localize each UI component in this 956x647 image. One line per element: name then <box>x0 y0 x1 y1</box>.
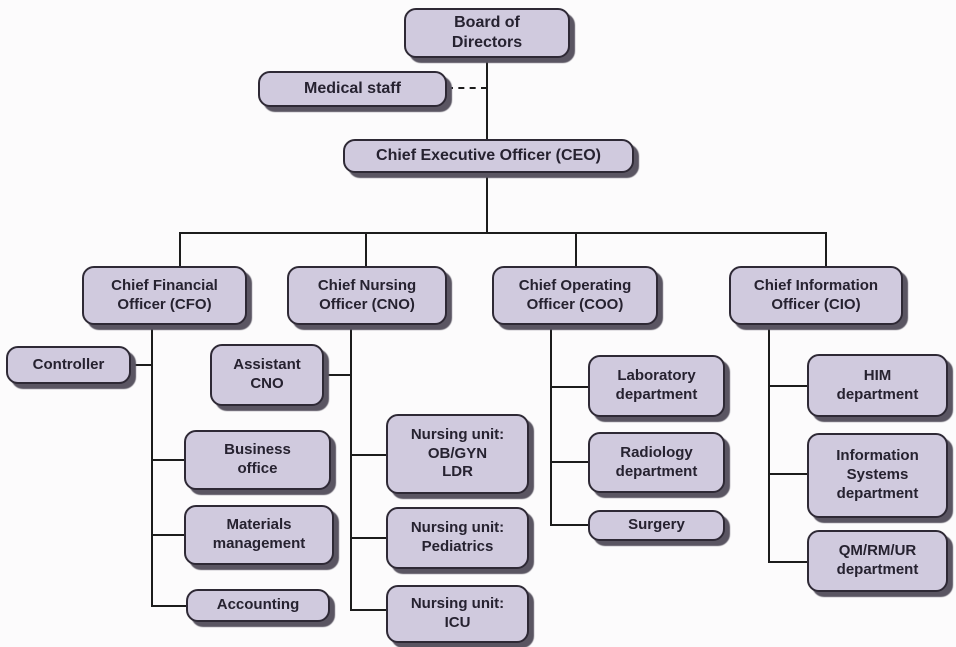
node-board-of-directors: Board of Directors <box>404 8 570 58</box>
connector-pediatrics-stub <box>350 537 386 539</box>
connector-coo-vertical <box>550 325 552 526</box>
connector-obgyn-stub <box>350 454 386 456</box>
connector-radiology-stub <box>550 461 588 463</box>
node-laboratory-department: Laboratory department <box>588 355 725 417</box>
node-cfo: Chief Financial Officer (CFO) <box>82 266 247 325</box>
node-business-office: Business office <box>184 430 331 490</box>
node-radiology-department: Radiology department <box>588 432 725 493</box>
connector-cio-vertical <box>768 325 770 563</box>
connector-business-office-stub <box>151 459 184 461</box>
connector-board-to-ceo <box>486 58 488 139</box>
connector-cno-vertical <box>350 325 352 611</box>
connector-laboratory-stub <box>550 386 588 388</box>
connector-drop-cno <box>365 232 367 266</box>
connector-bus-horizontal <box>179 232 827 234</box>
connector-cfo-vertical <box>151 325 153 607</box>
connector-materials-stub <box>151 534 184 536</box>
connector-medical-staff-dashed <box>447 87 487 89</box>
node-coo: Chief Operating Officer (COO) <box>492 266 658 325</box>
connector-qmrmur-stub <box>768 561 807 563</box>
node-information-systems-department: Information Systems department <box>807 433 948 518</box>
node-him-department: HIM department <box>807 354 948 417</box>
node-assistant-cno: Assistant CNO <box>210 344 324 406</box>
connector-him-stub <box>768 385 807 387</box>
node-controller: Controller <box>6 346 131 384</box>
node-nursing-pediatrics: Nursing unit: Pediatrics <box>386 507 529 569</box>
node-cio: Chief Information Officer (CIO) <box>729 266 903 325</box>
node-qm-rm-ur-department: QM/RM/UR department <box>807 530 948 592</box>
node-ceo: Chief Executive Officer (CEO) <box>343 139 634 173</box>
node-surgery: Surgery <box>588 510 725 541</box>
connector-controller-stub <box>131 364 153 366</box>
node-nursing-obgyn-ldr: Nursing unit: OB/GYN LDR <box>386 414 529 494</box>
connector-infosys-stub <box>768 473 807 475</box>
node-nursing-icu: Nursing unit: ICU <box>386 585 529 643</box>
connector-drop-coo <box>575 232 577 266</box>
connector-accounting-stub <box>151 605 186 607</box>
connector-drop-cfo <box>179 232 181 266</box>
connector-assistant-cno-stub <box>324 374 352 376</box>
connector-icu-stub <box>350 609 386 611</box>
node-medical-staff: Medical staff <box>258 71 447 107</box>
connector-drop-cio <box>825 232 827 266</box>
node-materials-management: Materials management <box>184 505 334 565</box>
connector-ceo-to-bus <box>486 173 488 233</box>
node-cno: Chief Nursing Officer (CNO) <box>287 266 447 325</box>
connector-surgery-stub <box>550 524 588 526</box>
node-accounting: Accounting <box>186 589 330 622</box>
